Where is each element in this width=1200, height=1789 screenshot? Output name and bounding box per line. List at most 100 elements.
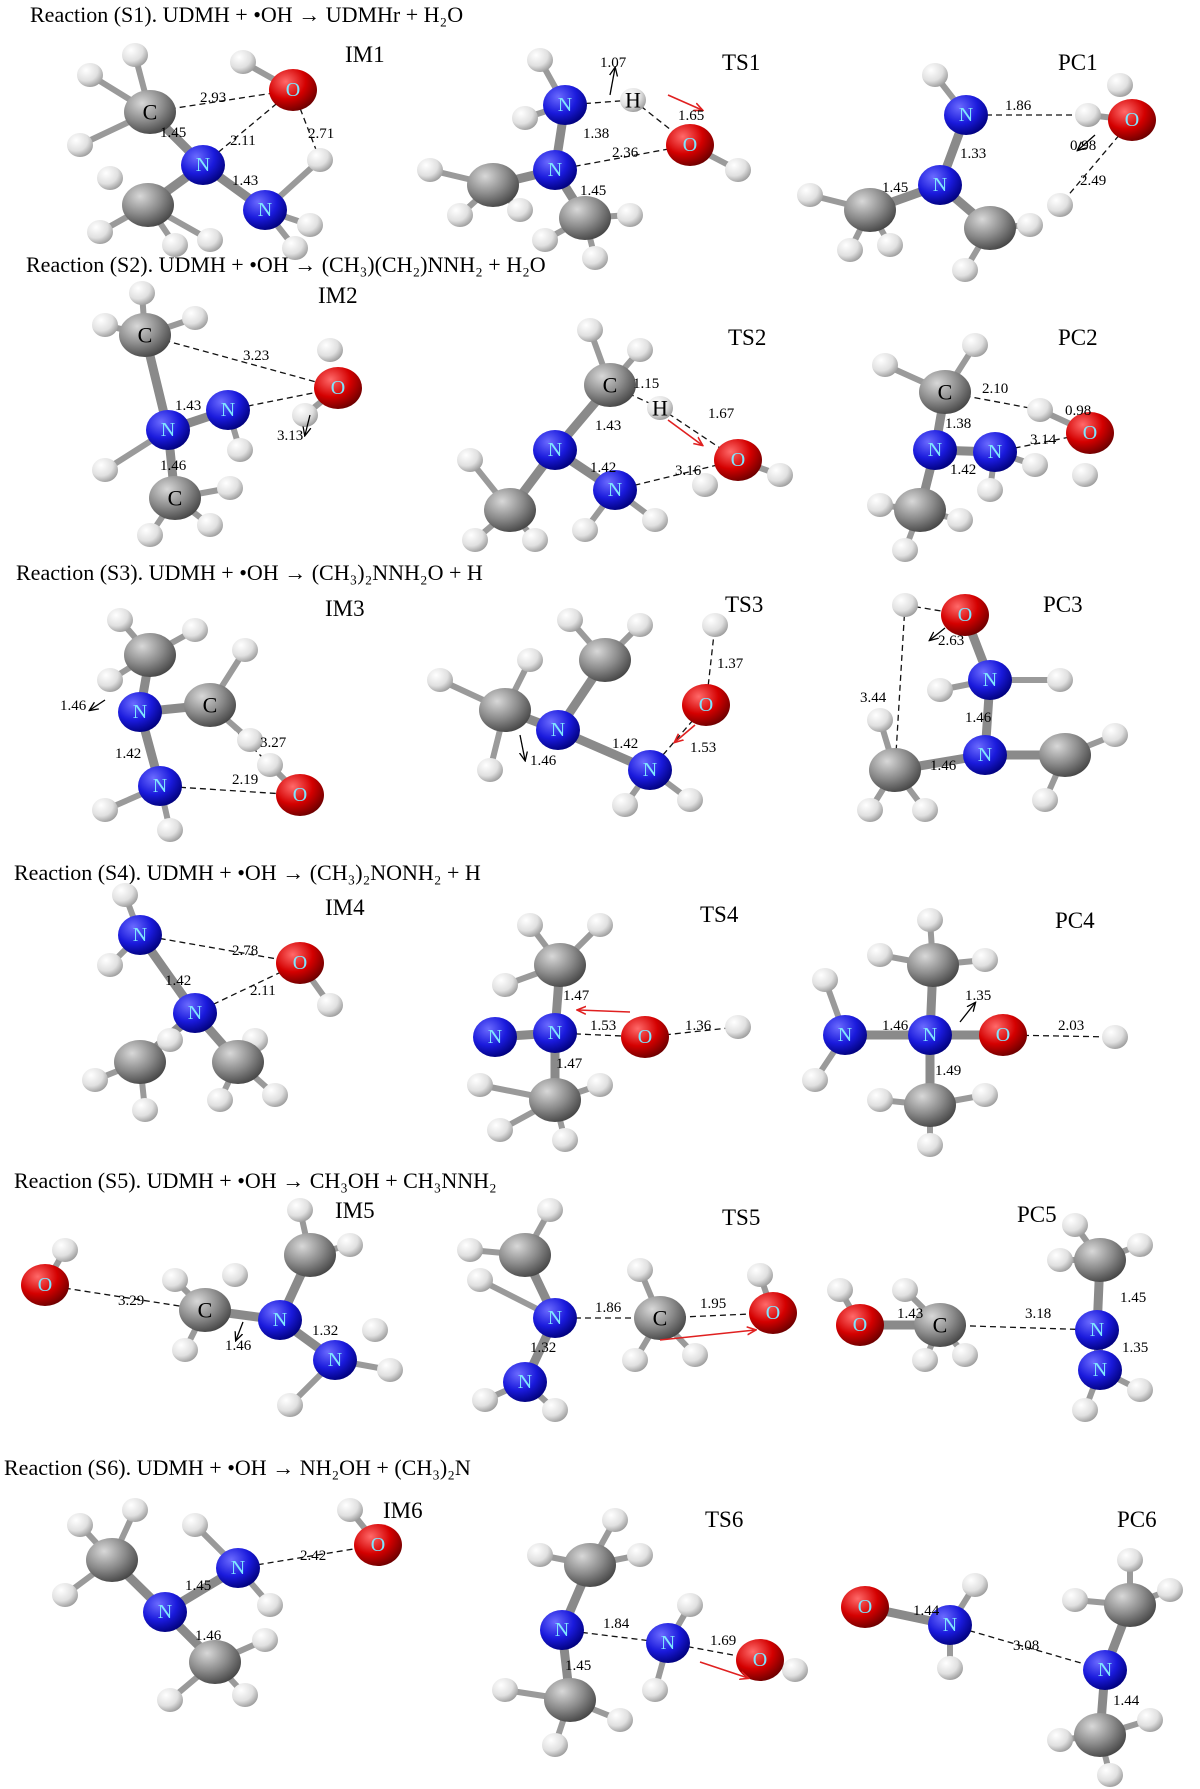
oxygen-atom (1066, 412, 1114, 454)
carbon-atom (119, 313, 171, 357)
bond-distance-label: 1.45 (882, 180, 908, 196)
hydrogen-atom (307, 148, 333, 172)
bond-distance-label: 1.46 (60, 698, 87, 714)
hydrogen-atom (507, 198, 533, 222)
nitrogen-atom (143, 1592, 187, 1632)
hydrogen-atom (572, 518, 598, 542)
hydrogen-atom (222, 1263, 248, 1287)
hydrogen-atom (827, 1278, 853, 1302)
nitrogen-atom-label: N (558, 94, 572, 116)
nitrogen-atom-label: N (933, 174, 947, 196)
oxygen-atom (21, 1264, 69, 1306)
hydrogen-atom (1062, 1213, 1088, 1237)
oxygen-atom-label: O (996, 1024, 1010, 1046)
hydrogen-atom (917, 1133, 943, 1157)
nitrogen-atom (181, 145, 225, 185)
hydrogen-atom (1127, 1378, 1153, 1402)
nitrogen-atom-label: N (231, 1557, 245, 1579)
bond-distance-label: 1.53 (690, 740, 716, 756)
hydrogen-atom (512, 106, 538, 130)
carbon-atom (212, 1040, 264, 1084)
bond-distance-label: 1.69 (710, 1633, 736, 1649)
nitrogen-atom-label: N (551, 719, 565, 741)
hydrogen-atom (952, 258, 978, 282)
bond-distance-label: 1.84 (603, 1616, 630, 1632)
hydrogen-atom (1097, 1763, 1123, 1787)
bond-distance-label: 1.45 (185, 1578, 211, 1594)
hydrogen-atom (947, 508, 973, 532)
bond-distance-label: 1.07 (600, 55, 627, 71)
oxygen-atom (836, 1304, 884, 1346)
bond-distance-label: 1.36 (685, 1018, 712, 1034)
nitrogen-atom-label: N (133, 924, 147, 946)
bond-distance-label: 1.46 (195, 1628, 222, 1644)
hydrogen-atom (627, 1258, 653, 1282)
hydrogen-atom (257, 1593, 283, 1617)
hydrogen-atom (107, 608, 133, 632)
nitrogen-atom (146, 410, 190, 450)
carbon-atom-label: C (653, 1306, 668, 1331)
reaction-title-s3: Reaction (S3). UDMH + •OH → (CH₃)₂NNH₂O … (16, 560, 483, 585)
hydrogen-atom (477, 758, 503, 782)
nitrogen-atom (473, 1017, 517, 1057)
nitrogen-atom-label: N (196, 154, 210, 176)
oxygen-atom (714, 439, 762, 481)
bond-distance-label: 1.49 (935, 1063, 961, 1079)
nitrogen-atom (823, 1015, 867, 1055)
hydrogen-atom (1117, 1548, 1143, 1572)
hydrogen-atom (137, 523, 163, 547)
carbon-atom (179, 1288, 231, 1332)
hydrogen-atom (337, 1233, 363, 1257)
interaction-dash (44, 1284, 206, 1311)
panel-label-ts2: TS2 (728, 325, 766, 350)
nitrogen-atom-label: N (943, 1614, 957, 1636)
bond-distance-label: 3.23 (243, 348, 269, 364)
hydrogen-atom (67, 133, 93, 157)
hydrogen-atom (92, 798, 118, 822)
hydrogen-atom (157, 818, 183, 842)
nitrogen-atom (928, 1605, 972, 1645)
bond-distance-label: 3.18 (1025, 1306, 1051, 1322)
bond-distance-label: 1.43 (232, 173, 258, 189)
bond-distance-label: 3.27 (260, 735, 287, 751)
carbon-atom (184, 683, 236, 727)
oxygen-atom (621, 1016, 669, 1058)
nitrogen-atom-label: N (548, 439, 562, 461)
nitrogen-atom-label: N (1093, 1359, 1107, 1381)
hydrogen-atom (542, 1733, 568, 1757)
nitrogen-atom-label: N (158, 1601, 172, 1623)
carbon-atom (122, 183, 174, 227)
bond-distance-label: 3.44 (860, 690, 887, 706)
hydrogen-atom (1072, 463, 1098, 487)
nitrogen-atom-label: N (555, 1619, 569, 1641)
nitrogen-atom-label: N (133, 701, 147, 723)
oxygen-atom-label: O (1125, 109, 1139, 131)
bond-distance-label: 3.08 (1013, 1638, 1039, 1654)
oxygen-atom (749, 1292, 797, 1334)
carbon-atom-label: C (143, 100, 158, 125)
hydrogen-atom (1047, 1248, 1073, 1272)
carbon-atom (124, 90, 176, 134)
hydrogen-atom (1102, 1025, 1128, 1049)
nitrogen-atom-label: N (258, 199, 272, 221)
pointer-arrow (236, 1321, 244, 1340)
bond-distance-label: 1.47 (556, 1056, 583, 1072)
hydrogen-atom (972, 948, 998, 972)
nitrogen-atom (533, 1298, 577, 1338)
hydrogen-atom (82, 1068, 108, 1092)
bond-distance-label: 1.38 (945, 416, 971, 432)
nitrogen-atom (206, 390, 250, 430)
panel-label-im6: IM6 (383, 1498, 423, 1523)
hydrogen-atom (747, 1263, 773, 1287)
nitrogen-atom (963, 735, 1007, 775)
hydrogen-atom (767, 463, 793, 487)
pointer-arrow (90, 699, 106, 710)
bond-distance-label: 2.63 (938, 633, 964, 649)
bond-distance-label: 2.93 (200, 90, 226, 106)
carbon-atom (1074, 1713, 1126, 1757)
hydrogen-atom (972, 1083, 998, 1107)
bond-distance-label: 1.46 (225, 1338, 252, 1354)
